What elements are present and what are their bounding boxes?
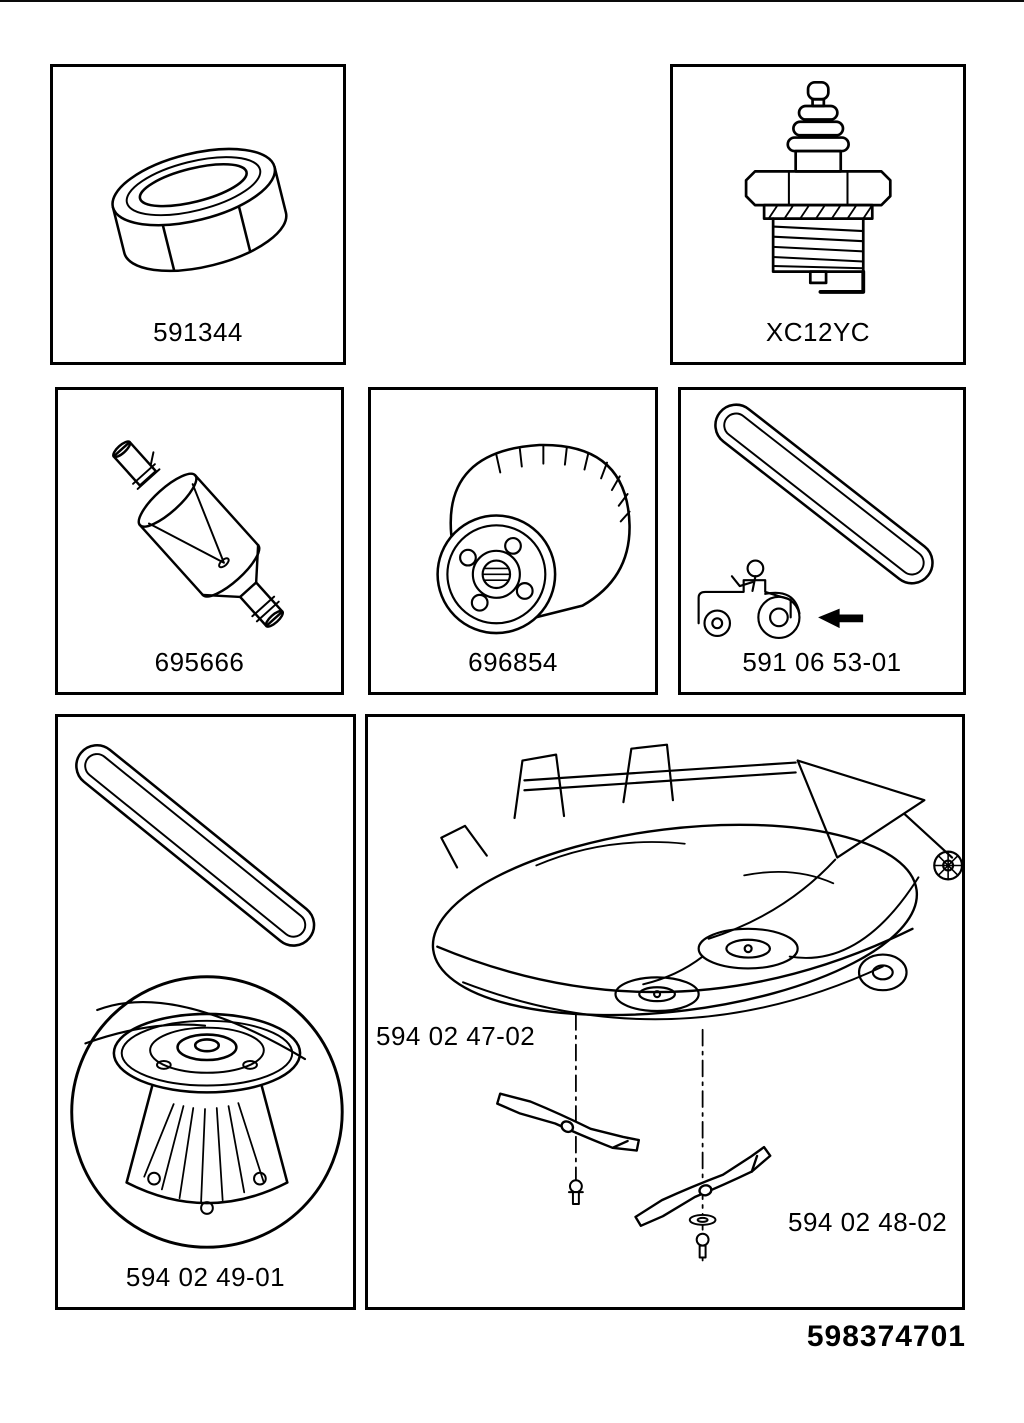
ground-drive-belt-icon [697, 403, 934, 640]
deck-brackets [440, 743, 962, 881]
part-number-blade-left: 594 02 47-02 [376, 1021, 536, 1051]
part-number-ground-belt: 591 06 53-01 [742, 647, 902, 677]
panel-fuel-filter: 695666 [55, 387, 344, 695]
belt-loop [75, 743, 316, 947]
part-number-oil-filter: 696854 [468, 647, 558, 677]
spark-plug-icon [744, 80, 892, 294]
deck-shell [431, 823, 919, 1021]
belt-loop [714, 403, 934, 585]
panel-air-filter: 591344 [50, 64, 346, 365]
part-number-blade-right: 594 02 48-02 [788, 1207, 948, 1237]
deck-belt-mandrel-icon [70, 743, 344, 1249]
part-number-fuel-filter: 695666 [154, 647, 245, 677]
air-filter-icon [111, 147, 288, 273]
fuel-filter-icon [112, 440, 285, 628]
detail-balloon [70, 975, 344, 1249]
part-number-air-filter: 591344 [153, 317, 243, 347]
mandrel-housing [125, 1085, 289, 1215]
panel-deck-belt-mandrel: 594 02 49-01 [55, 714, 356, 1310]
mower-deck-icon [431, 743, 962, 1263]
oil-filter-icon [436, 443, 631, 635]
panel-spark-plug: XC12YC [670, 64, 966, 365]
blade-fasteners [567, 1179, 717, 1259]
panel-mower-deck: 594 02 47-02 594 02 48-02 [365, 714, 965, 1310]
tractor-icon [697, 559, 801, 640]
panel-ground-drive-belt: 591 06 53-01 [678, 387, 966, 695]
part-number-deck-belt: 594 02 49-01 [125, 1262, 286, 1292]
spindle-pulleys [614, 858, 920, 1013]
mandrel-pulley [112, 1012, 302, 1094]
part-number-spark-plug: XC12YC [765, 317, 871, 347]
arrow-left-icon [818, 608, 864, 629]
sheet-number: 598374701 [806, 1320, 966, 1353]
panel-oil-filter: 696854 [368, 387, 658, 695]
blade-left [493, 1061, 644, 1183]
